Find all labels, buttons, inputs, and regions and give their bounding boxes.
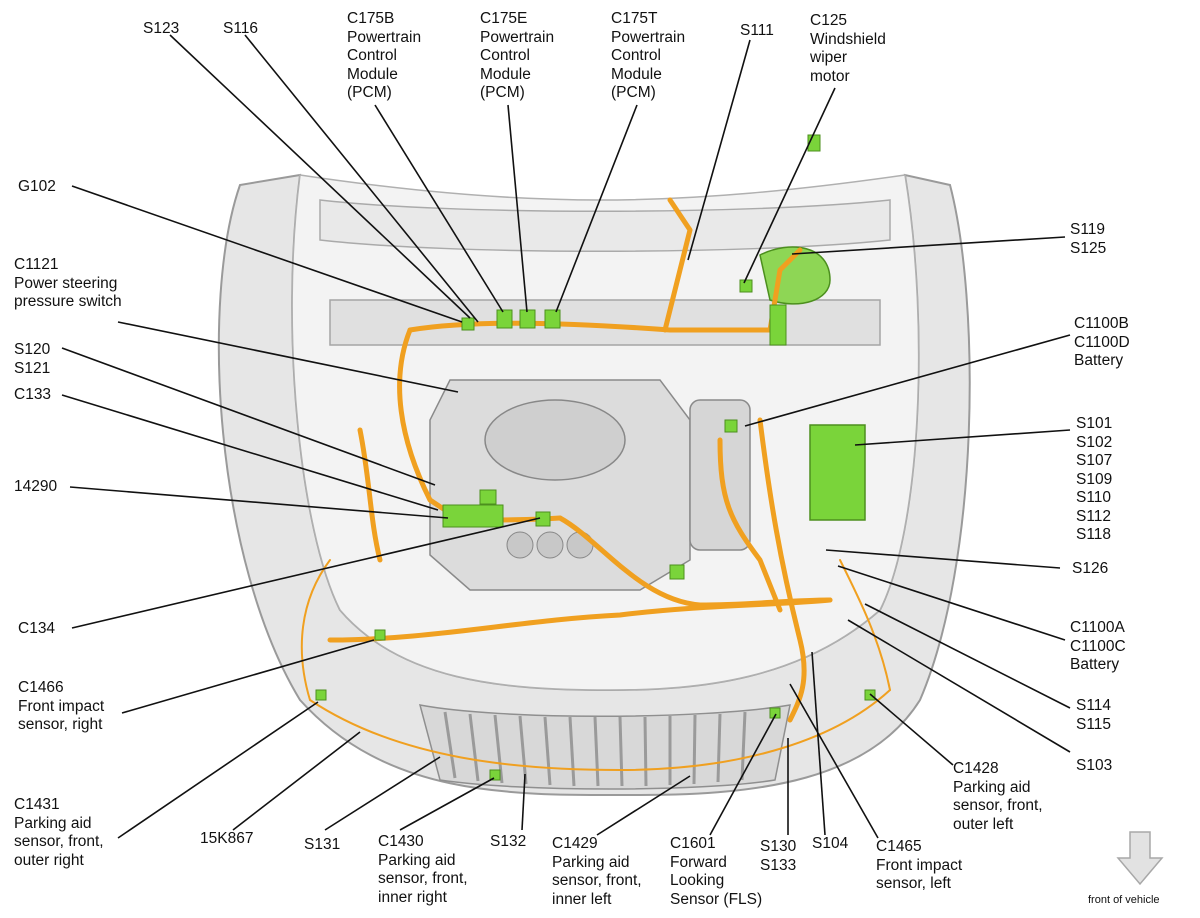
label-s123: S123 <box>143 20 180 37</box>
cowl-panel <box>319 199 891 252</box>
label-c134: C134 <box>18 620 56 637</box>
label-c1431: C1431 Parking aid sensor, front, outer r… <box>14 796 104 869</box>
leader-lines <box>61 34 1071 839</box>
label-c1466: C1466 Front impact sensor, right <box>18 679 105 733</box>
label-15k867: 15K867 <box>200 830 254 847</box>
label-s116: S116 <box>223 20 259 37</box>
label-c1601: C1601 Forward Looking Sensor (FLS) <box>670 835 763 908</box>
label-g102: G102 <box>18 178 56 195</box>
label-s130-s133: S130 S133 <box>760 838 797 874</box>
engine <box>429 379 751 591</box>
label-c1121: C1121 Power steering pressure switch <box>14 256 122 310</box>
radiator-support <box>329 299 881 346</box>
label-s111: S111 <box>740 22 774 39</box>
label-s120-s121: S120 S121 <box>14 341 51 377</box>
label-s131: S131 <box>304 836 341 853</box>
battery-junction-box <box>809 424 866 521</box>
front-arrow-icon <box>1116 831 1164 886</box>
intake-runner <box>536 531 564 559</box>
front-of-vehicle-label: front of vehicle <box>1088 894 1160 906</box>
label-s119-s125: S119 S125 <box>1070 221 1107 257</box>
label-s132: S132 <box>490 833 527 850</box>
label-c1430: C1430 Parking aid sensor, front, inner r… <box>378 833 468 906</box>
front-grille <box>418 704 791 790</box>
label-s126: S126 <box>1072 560 1109 577</box>
intake-runner <box>566 531 594 559</box>
grille-slats <box>443 711 747 787</box>
label-c1465: C1465 Front impact sensor, left <box>876 838 963 892</box>
sensor-harness <box>300 559 891 772</box>
wiring-harness <box>327 197 833 723</box>
label-14290: 14290 <box>14 478 58 495</box>
label-s101-group: S101 S102 S107 S109 S110 S112 S118 <box>1076 415 1113 543</box>
label-c1100a: C1100A C1100C Battery <box>1070 619 1126 673</box>
label-c175t: C175T Powertrain Control Module (PCM) <box>611 10 686 101</box>
label-s104: S104 <box>812 835 849 852</box>
label-c175b: C175B Powertrain Control Module (PCM) <box>347 10 422 101</box>
label-c1429: C1429 Parking aid sensor, front, inner l… <box>552 835 642 908</box>
label-c133: C133 <box>14 386 52 403</box>
connectors <box>315 134 876 781</box>
label-c175e: C175E Powertrain Control Module (PCM) <box>480 10 555 101</box>
intake-runner <box>506 531 534 559</box>
label-c1100b: C1100B C1100D Battery <box>1074 315 1130 369</box>
label-s114-s115: S114 S115 <box>1076 697 1112 733</box>
label-s103: S103 <box>1076 757 1113 774</box>
intake-manifold <box>484 399 626 481</box>
label-c1428: C1428 Parking aid sensor, front, outer l… <box>953 760 1043 833</box>
label-c125: C125 Windshield wiper motor <box>810 12 886 85</box>
